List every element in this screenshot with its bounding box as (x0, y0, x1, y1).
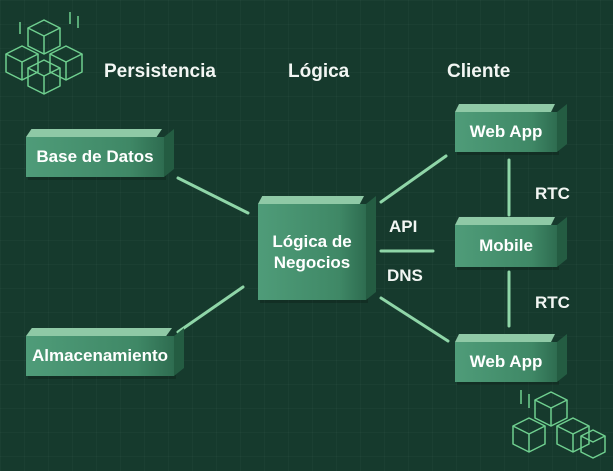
edge-label-api: API (389, 217, 418, 236)
connector-logic-webapp-bottom (379, 296, 450, 343)
node-webapp-bottom-label: Web App (469, 352, 543, 372)
node-business-logic: Lógica de Negocios (258, 204, 366, 300)
connector-storage-logic (176, 285, 245, 334)
node-storage: Almacenamiento (26, 336, 174, 376)
edge-label-rtc-bottom: RTC (535, 293, 570, 312)
connector-database-logic (176, 176, 250, 215)
node-webapp-bottom: Web App (455, 342, 557, 382)
node-business-logic-label-line1: Lógica de (272, 231, 352, 251)
isometric-cubes-icon (5, 12, 83, 95)
node-business-logic-label-line2: Negocios (273, 253, 351, 272)
node-storage-label: Almacenamiento (31, 346, 169, 366)
node-mobile: Mobile (455, 225, 557, 267)
isometric-cubes-icon (512, 390, 606, 459)
node-webapp-top-label: Web App (469, 122, 543, 142)
column-title-persistence: Persistencia (104, 61, 216, 82)
node-database-label: Base de Datos (36, 147, 154, 167)
column-title-client: Cliente (447, 61, 511, 82)
node-mobile-label: Mobile (479, 236, 533, 256)
node-database: Base de Datos (26, 137, 164, 177)
edge-label-rtc-top: RTC (535, 184, 570, 203)
column-title-logic: Lógica (288, 61, 350, 82)
connector-logic-webapp-top (379, 154, 448, 204)
node-webapp-top: Web App (455, 112, 557, 152)
edge-label-dns: DNS (387, 266, 423, 285)
